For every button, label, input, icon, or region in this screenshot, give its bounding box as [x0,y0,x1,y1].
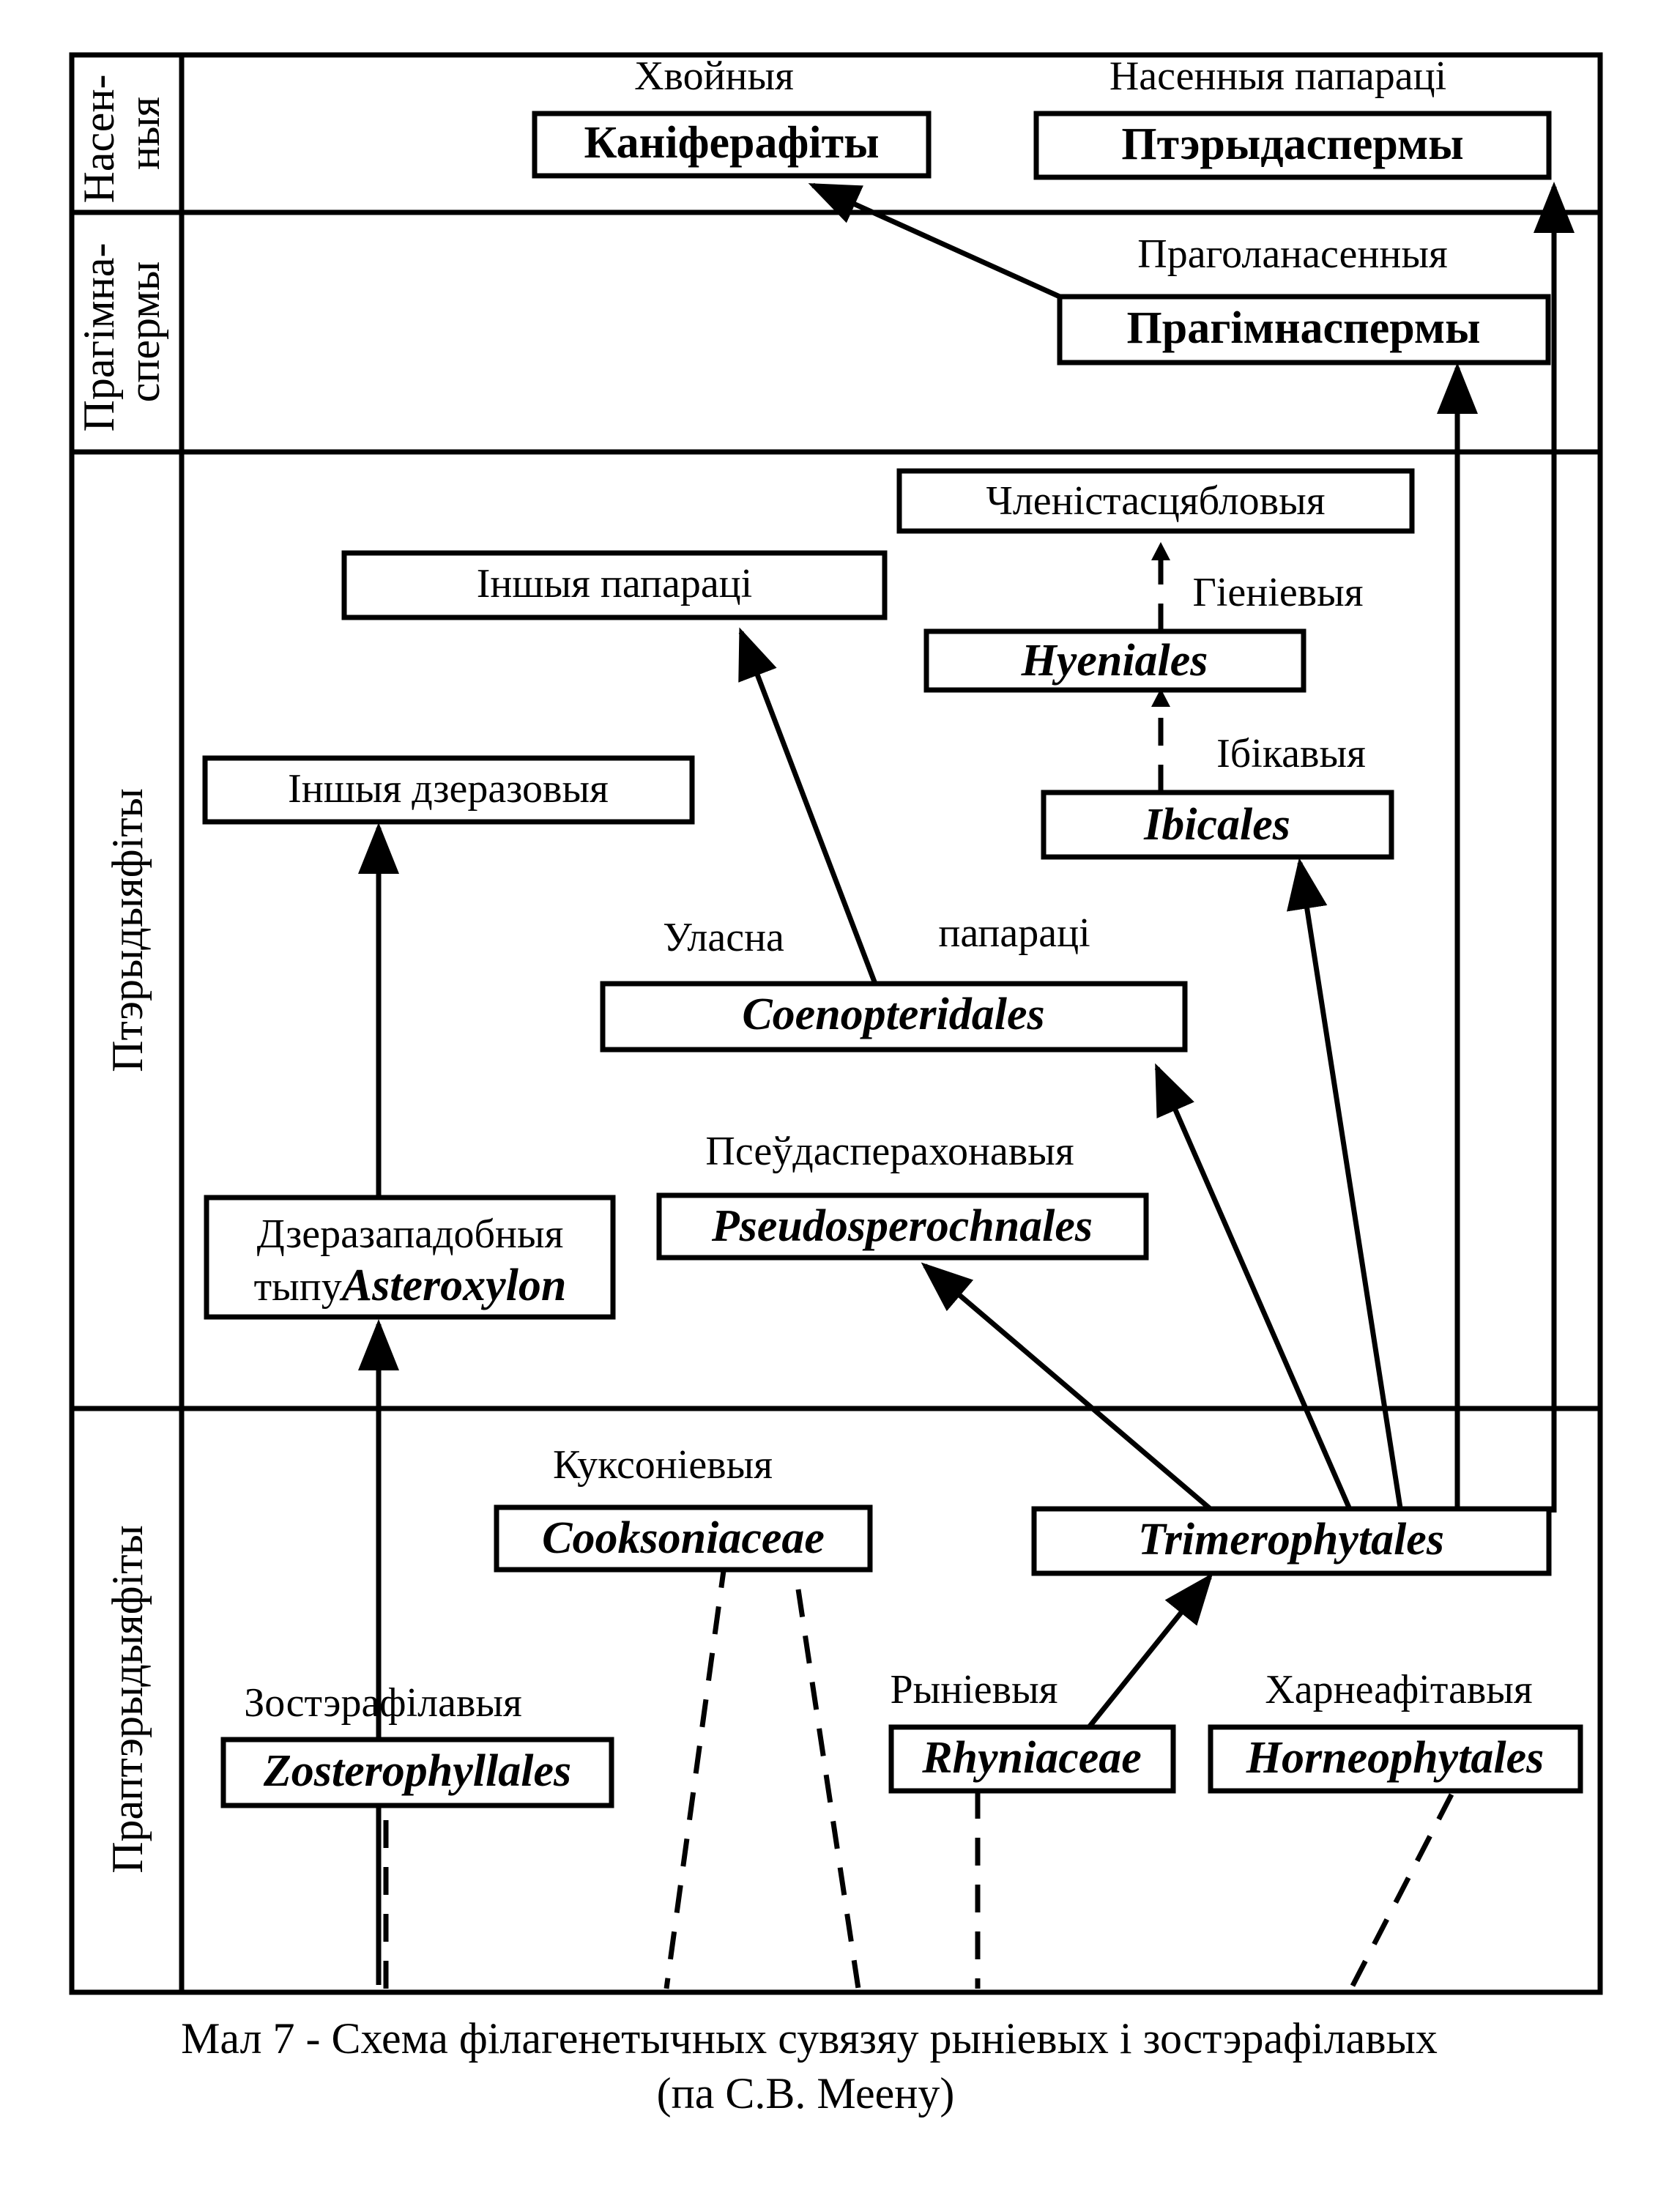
box-sphenophyta-label: Членістасцябловыя [986,478,1325,524]
box-ibicales [1041,790,1394,860]
box-pteridosperms [1033,111,1552,180]
label-horneo-common: Харнеафітавыя [1265,1667,1532,1712]
caption-line2: (па С.В. Меену) [657,2069,955,2118]
box-other-lycopods [202,755,695,825]
box-asteroxylon-line2: тыпуAsteroxylon [254,1261,567,1310]
arrow-trimerophytales-to-pseudosperochnales [921,1262,1214,1513]
box-coniferophyta-label: Каніферафіты [584,118,880,168]
label-zostero-common: Зостэрафілавыя [244,1680,522,1726]
box-progymnosperms [1057,294,1551,365]
box-asteroxylon-line1: Дзеразападобныя [257,1211,564,1257]
arrow-coenopteridales-to-other-ferns [738,627,878,985]
dashed-arrowhead-hyeniales [1151,689,1170,707]
label-ibicales-common: Ібікавыя [1216,731,1366,776]
box-cooksoniaceae [494,1504,873,1573]
box-hyeniales [923,628,1306,693]
arrow-progymnosperms-to-conifers [808,182,1061,300]
box-asteroxylon [204,1195,616,1320]
outer-frame [69,52,1603,1995]
box-other-ferns [341,550,888,620]
box-zosterophyllales-label: Zosterophyllales [263,1746,571,1796]
box-horneophytales [1208,1724,1583,1794]
label-true-ferns-a: Уласна [663,915,784,960]
label-rhynia-common: Рыніевыя [891,1667,1058,1712]
arrow-rhyniaceae-to-trimerophytales [1087,1573,1213,1729]
box-ibicales-label: Ibicales [1143,800,1290,850]
label-hyeniales-common: Гіеніевыя [1193,570,1364,615]
dashed-horneophytales-root [1348,1793,1454,1990]
label-proto-seed-common: Праголанасенныя [1137,231,1447,277]
arrow-trimerophytales-to-ibicales [1287,858,1404,1513]
band-label-pteridophytes: Птэрыдыяфіты [103,788,152,1072]
box-pseudosperochnales [656,1192,1149,1261]
band-label-progymnosperms: Прагімна- спермы [75,232,168,432]
box-other-ferns-label: Іншыя папараці [477,561,752,606]
box-other-lycopods-label: Іншыя дзеразовыя [288,766,609,812]
box-pseudosperochnales-label: Pseudosperochnales [711,1201,1093,1251]
box-trimerophytales-label: Trimerophytales [1138,1515,1444,1565]
box-progymnosperms-label: Прагімнаспермы [1127,303,1481,353]
caption-line1: Мал 7 - Схема філагенетычных сувязяу рын… [181,2014,1438,2063]
label-conifers-common: Хвойныя [634,53,794,99]
label-pseudo-common: Псеўдасперахонавыя [705,1129,1074,1174]
box-rhyniaceae-label: Rhyniaceae [921,1733,1142,1783]
box-pteridosperms-label: Птэрыдаспермы [1121,119,1463,169]
box-trimerophytales [1031,1506,1552,1576]
box-zosterophyllales [220,1737,614,1808]
box-sphenophyta [896,468,1415,534]
box-cooksoniaceae-label: Cooksoniaceae [542,1513,825,1563]
dashed-cooksoniaceae-root-left [663,1559,728,1989]
box-coenopteridales [600,981,1188,1053]
label-cooksonia-common: Куксоніевыя [553,1442,773,1488]
box-coenopteridales-label: Coenopteridales [742,990,1044,1039]
dashed-cooksoniaceae-root-right [795,1589,861,1989]
band-label-protopteridophytes: Праптэрыдыяфіты [103,1525,152,1874]
arrow-trimerophytales-to-coenopteridales [1154,1063,1354,1514]
band-label-seed: Насен- ныя [75,63,168,203]
dashed-arrowhead-sphenophyta [1151,542,1170,560]
box-hyeniales-label: Hyeniales [1021,636,1208,686]
box-coniferophyta [532,111,932,179]
box-rhyniaceae [888,1724,1176,1794]
label-true-ferns-b: папараці [938,910,1090,956]
label-seedferns-common: Насенныя папараці [1109,53,1446,99]
box-horneophytales-label: Horneophytales [1246,1733,1544,1783]
